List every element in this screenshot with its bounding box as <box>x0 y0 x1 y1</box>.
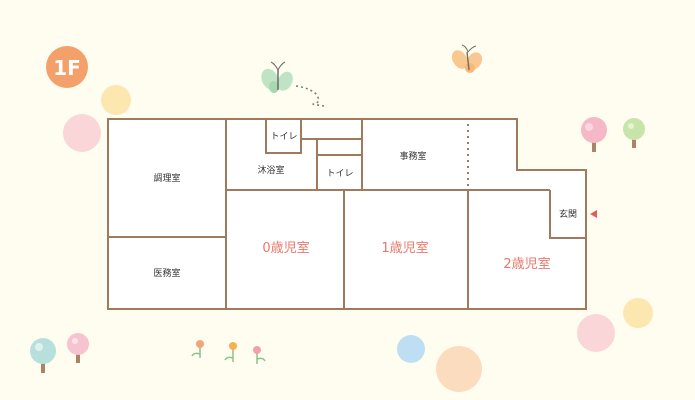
room-toilet-a: トイレ <box>270 132 297 142</box>
room-age2: 2歳児室 <box>503 256 550 272</box>
room-age0: 0歳児室 <box>262 240 309 256</box>
tree-icon <box>581 117 607 152</box>
room-kitchen: 調理室 <box>153 172 180 184</box>
flower-icon <box>224 342 237 362</box>
room-age1: 1歳児室 <box>381 240 428 256</box>
room-office: 事務室 <box>399 150 426 162</box>
room-medical: 医務室 <box>153 267 180 279</box>
building-outline <box>107 118 587 310</box>
butterfly-icon <box>261 61 293 93</box>
flower-icon <box>191 340 204 358</box>
tree-icon <box>30 338 56 373</box>
room-entrance: 玄関 <box>559 208 577 220</box>
entrance-arrow-icon <box>590 210 597 218</box>
tree-icon <box>623 118 645 148</box>
tree-icon <box>67 333 89 363</box>
flower-icon <box>253 346 266 364</box>
room-bathing: 沐浴室 <box>257 164 284 176</box>
decor-circles <box>63 85 653 392</box>
floor-badge: 1F <box>46 46 88 88</box>
butterfly-trail <box>295 85 325 107</box>
floor-label: 1F <box>53 56 81 80</box>
butterfly-icon <box>451 44 483 73</box>
floor-plan <box>107 118 587 310</box>
room-toilet-b: トイレ <box>326 169 353 179</box>
